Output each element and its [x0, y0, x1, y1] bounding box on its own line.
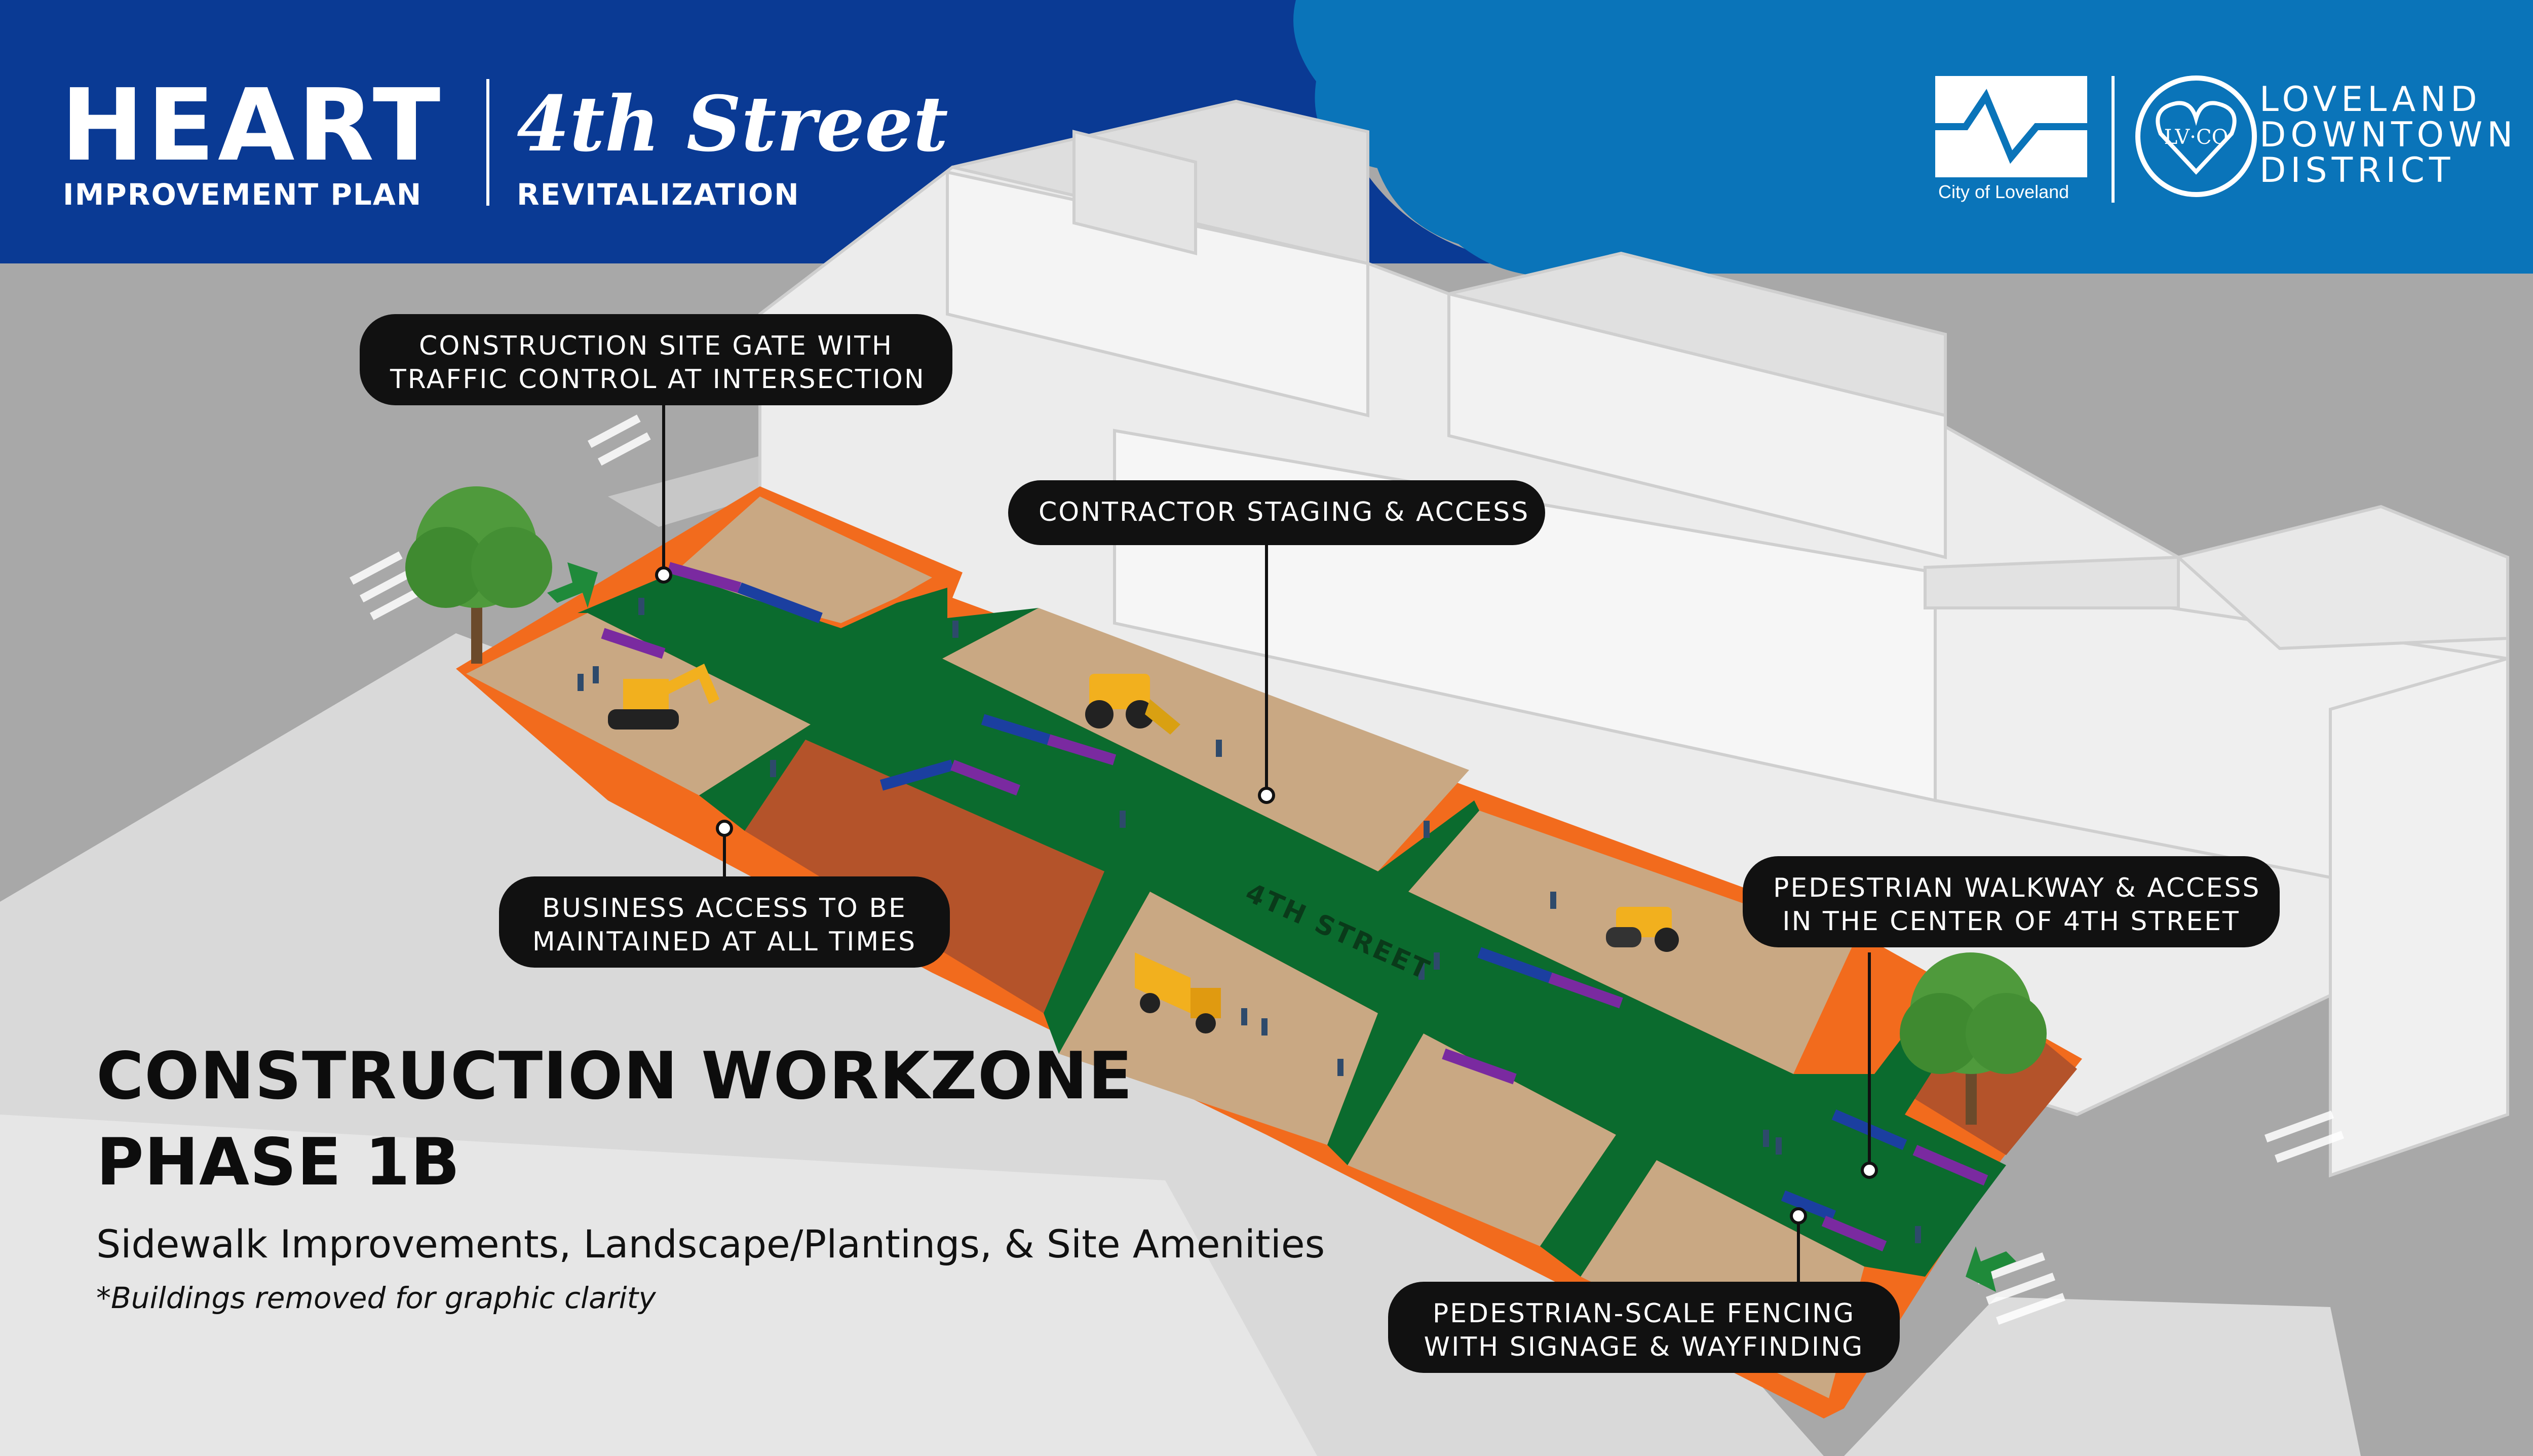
callout-site-gate-line-1: CONSTRUCTION SITE GATE WITH: [419, 331, 893, 361]
callout-contractor-staging-line-1: CONTRACTOR STAGING & ACCESS: [1039, 497, 1530, 527]
callout-business-access-line-2: MAINTAINED AT ALL TIMES: [532, 927, 917, 957]
wheel-loader: [1085, 674, 1180, 735]
heart-subtitle: IMPROVEMENT PLAN: [63, 177, 423, 212]
callout-pedestrian-walkway: PEDESTRIAN WALKWAY & ACCESS IN THE CENTE…: [1743, 856, 2280, 947]
excavator: [608, 664, 719, 730]
callout-pedestrian-fencing: PEDESTRIAN-SCALE FENCING WITH SIGNAGE & …: [1388, 1282, 1900, 1373]
lv-co-text: LV·CO: [2164, 126, 2229, 149]
callout-site-gate: CONSTRUCTION SITE GATE WITH TRAFFIC CONT…: [360, 314, 952, 405]
clarity-note: *Buildings removed for graphic clarity: [96, 1281, 656, 1315]
downtown-district-wordmark: LOVELAND DOWNTOWN DISTRICT: [2259, 82, 2517, 188]
page-title-line-2: PHASE 1B: [96, 1125, 460, 1200]
work-zone: [456, 486, 2082, 1419]
callout-contractor-staging: CONTRACTOR STAGING & ACCESS: [1008, 480, 1545, 545]
brand-right-divider: [2112, 76, 2115, 203]
brand-divider: [486, 79, 489, 206]
tree-left: [405, 486, 552, 664]
dump-truck: [1135, 952, 1221, 1033]
city-of-loveland-label: City of Loveland: [1938, 181, 2069, 202]
callout-leaders: [655, 405, 1878, 1282]
callout-site-gate-line-2: TRAFFIC CONTROL AT INTERSECTION: [390, 364, 926, 395]
lv-co-heart-logo: LV·CO: [2135, 75, 2257, 197]
callout-pedestrian-walkway-line-1: PEDESTRIAN WALKWAY & ACCESS: [1773, 873, 2261, 903]
title-block: CONSTRUCTION WORKZONE PHASE 1B Sidewalk …: [96, 1033, 1325, 1317]
fourth-street-wordmark: 4th Street: [517, 80, 948, 169]
callout-pedestrian-fencing-line-1: PEDESTRIAN-SCALE FENCING: [1432, 1298, 1856, 1329]
district-line-3: DISTRICT: [2259, 150, 2455, 190]
gate-arrow-left: [547, 562, 598, 608]
gate-arrow-right: [1966, 1246, 2016, 1292]
pedestrians: [578, 598, 1921, 1243]
fourth-street-subtitle: REVITALIZATION: [517, 177, 800, 212]
page-title-line-1: CONSTRUCTION WORKZONE: [96, 1039, 1133, 1114]
callout-business-access-line-1: BUSINESS ACCESS TO BE: [542, 893, 907, 924]
roller: [1606, 907, 1679, 952]
callout-pedestrian-fencing-line-2: WITH SIGNAGE & WAYFINDING: [1424, 1332, 1864, 1362]
crosswalks: [350, 414, 2345, 1325]
page-subtitle: Sidewalk Improvements, Landscape/Plantin…: [96, 1221, 1325, 1267]
callout-pedestrian-walkway-line-2: IN THE CENTER OF 4TH STREET: [1782, 906, 2240, 937]
heart-wordmark: HEART: [61, 68, 444, 183]
callout-business-access: BUSINESS ACCESS TO BE MAINTAINED AT ALL …: [499, 876, 950, 968]
city-of-loveland-logo: [1935, 76, 2087, 177]
district-line-2: DOWNTOWN: [2259, 115, 2518, 155]
tree-right: [1900, 952, 2047, 1125]
district-line-1: LOVELAND: [2259, 80, 2482, 120]
